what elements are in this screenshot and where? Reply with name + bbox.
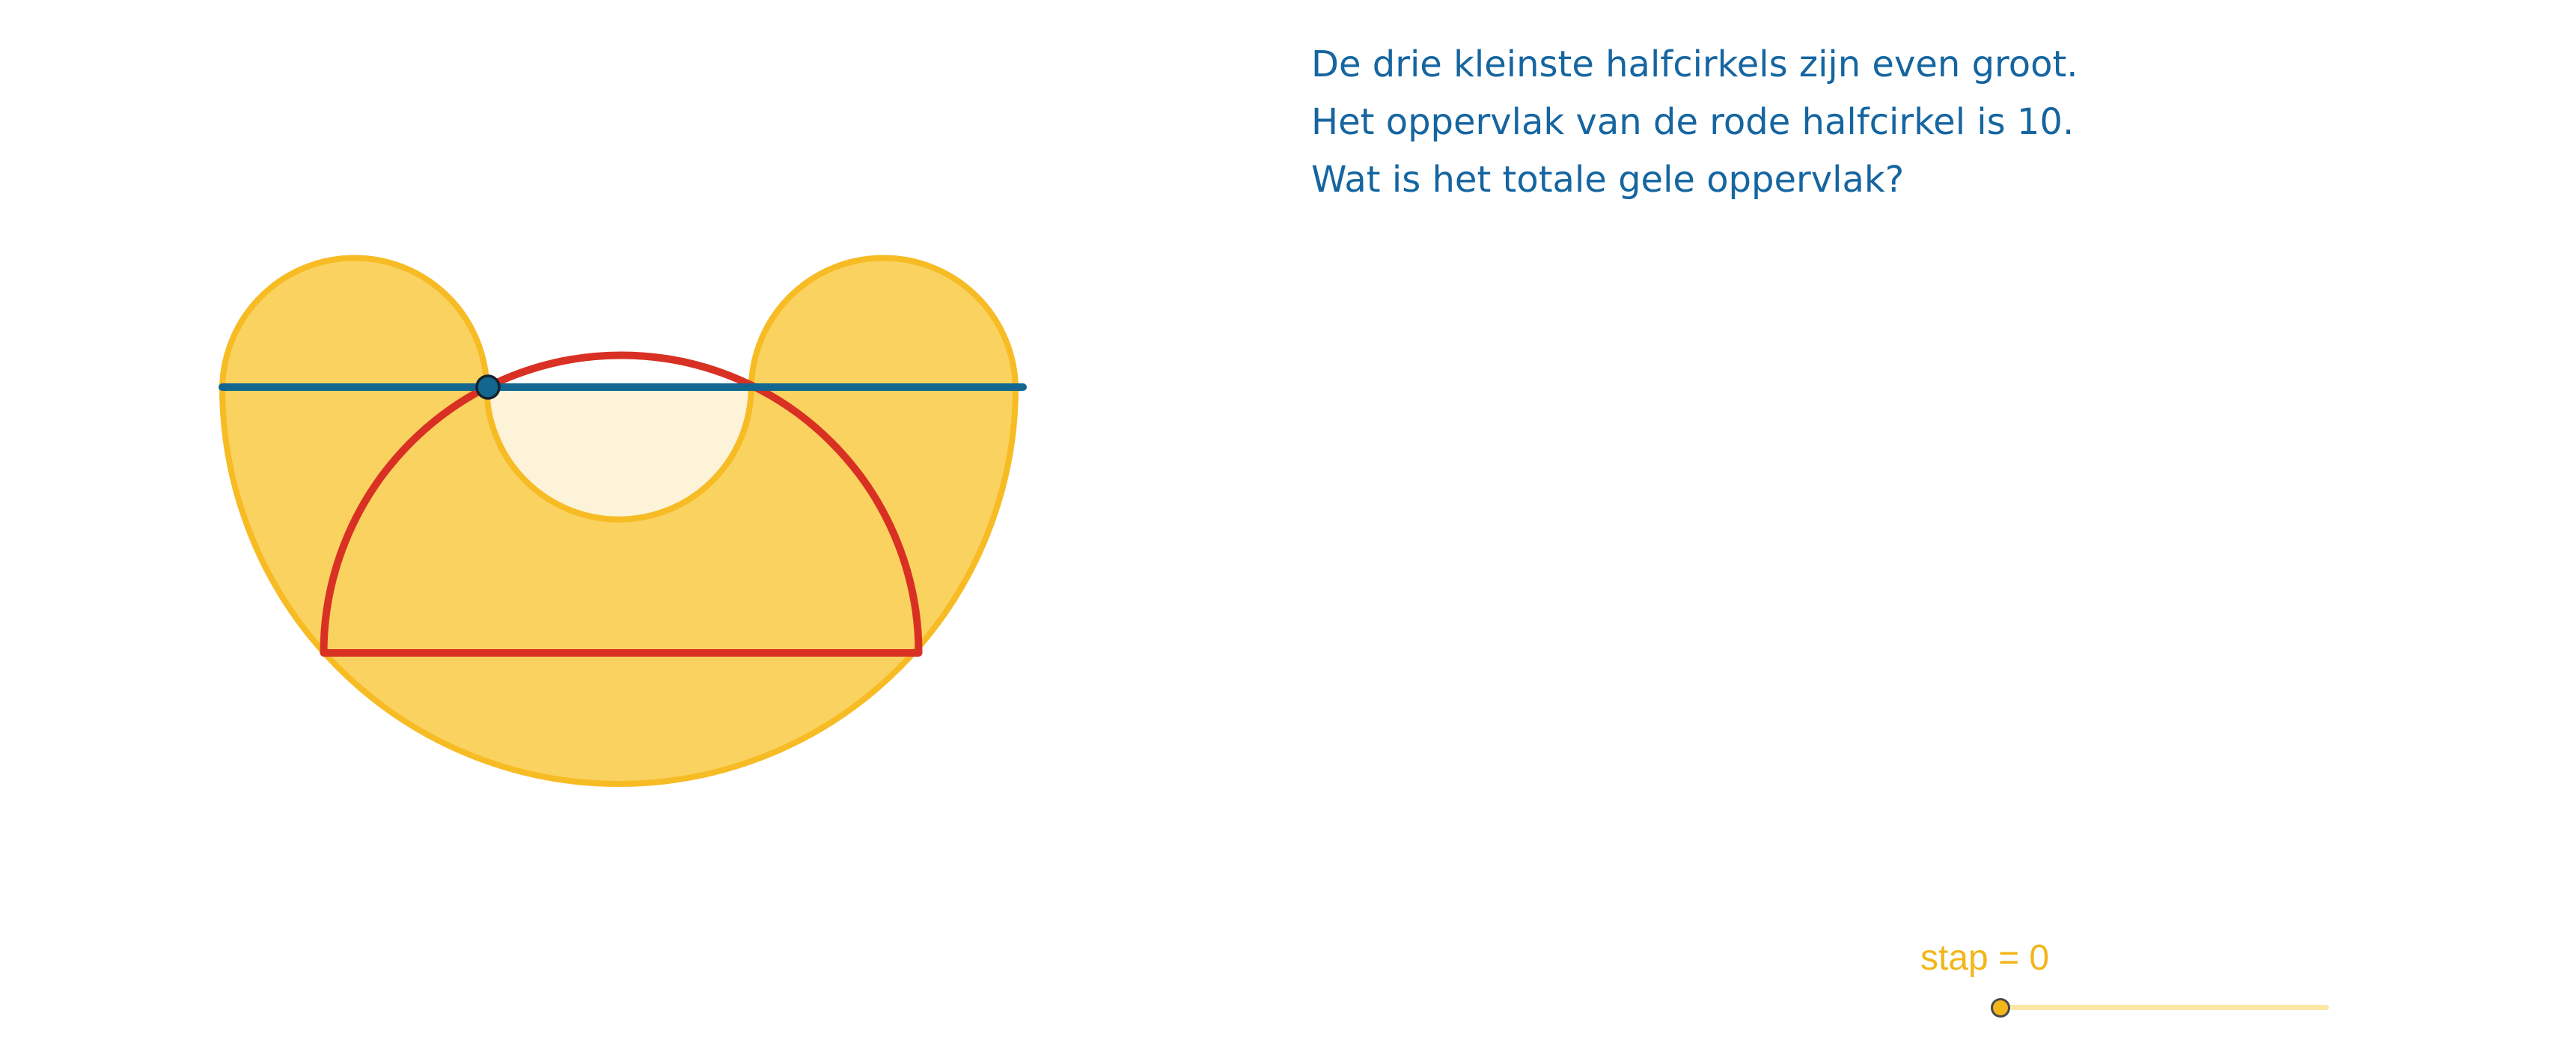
problem-line-2: Het oppervlak van de rode halfcirkel is … [1311,101,2075,143]
problem-line-3: Wat is het totale gele oppervlak? [1311,159,1905,201]
slider-label: stap = 0 [1920,938,2050,978]
middle-small-semicircle [486,387,751,520]
step-slider: stap = 0 [1916,936,2365,1026]
blue-point[interactable] [475,374,501,400]
problem-statement: De drie kleinste halfcirkels zijn even g… [1311,36,2078,209]
slider-track[interactable] [2000,1005,2329,1010]
slider-handle[interactable] [1991,998,2010,1018]
red-semicircle [320,351,923,657]
problem-line-1: De drie kleinste halfcirkels zijn even g… [1311,43,2078,85]
middle-small-semicircle-arc [483,386,754,523]
